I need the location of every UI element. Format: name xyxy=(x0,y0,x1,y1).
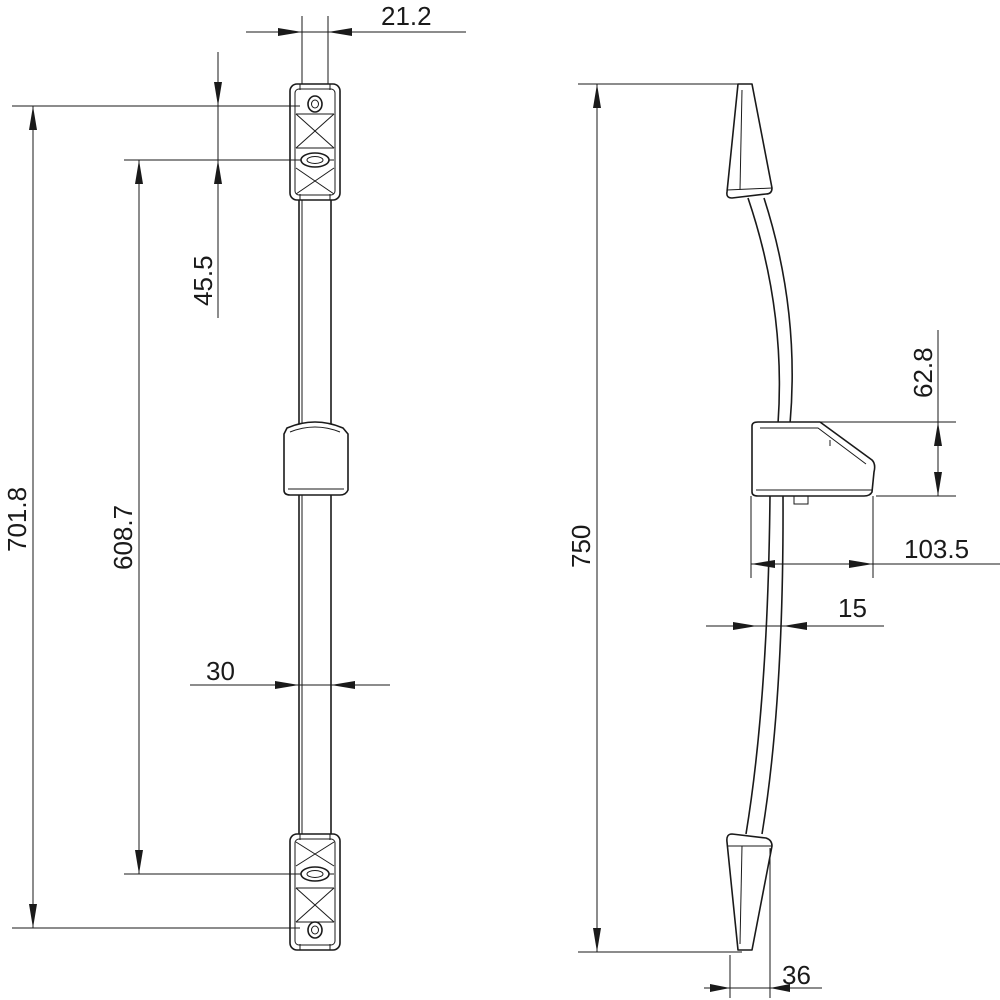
dim-103-5: 103.5 xyxy=(750,496,1000,578)
dim-701-8: 701.8 xyxy=(2,106,300,929)
dim-750: 750 xyxy=(566,83,742,953)
dim-label-62-8: 62.8 xyxy=(908,347,938,398)
dim-62-8: 62.8 xyxy=(780,330,956,497)
dim-label-701-8: 701.8 xyxy=(2,487,32,552)
dim-label-750: 750 xyxy=(566,525,596,568)
side-top-bracket xyxy=(726,83,773,199)
front-bottom-bracket xyxy=(289,833,341,951)
dim-30: 30 xyxy=(190,656,390,689)
dim-15: 15 xyxy=(706,593,884,630)
dim-label-21-2: 21.2 xyxy=(381,1,432,31)
dim-label-608-7: 608.7 xyxy=(108,505,138,570)
dim-label-36: 36 xyxy=(782,960,811,990)
dim-45-5: 45.5 xyxy=(12,52,300,318)
dim-label-45-5: 45.5 xyxy=(188,255,218,306)
front-slider xyxy=(283,421,349,496)
dim-label-103-5: 103.5 xyxy=(904,534,969,564)
side-view: 750 62.8 103.5 15 xyxy=(566,83,1000,998)
front-view: 21.2 45.5 608.7 701.8 xyxy=(2,1,466,951)
front-top-bracket xyxy=(289,83,341,201)
dim-label-30: 30 xyxy=(206,656,235,686)
side-bar xyxy=(745,197,793,835)
dim-36: 36 xyxy=(704,848,822,998)
dim-21-2: 21.2 xyxy=(246,1,466,84)
dim-label-15: 15 xyxy=(838,593,867,623)
dim-608-7: 608.7 xyxy=(108,160,300,875)
side-bottom-bracket xyxy=(726,833,773,951)
front-bar xyxy=(298,198,332,836)
side-holder xyxy=(751,421,876,505)
